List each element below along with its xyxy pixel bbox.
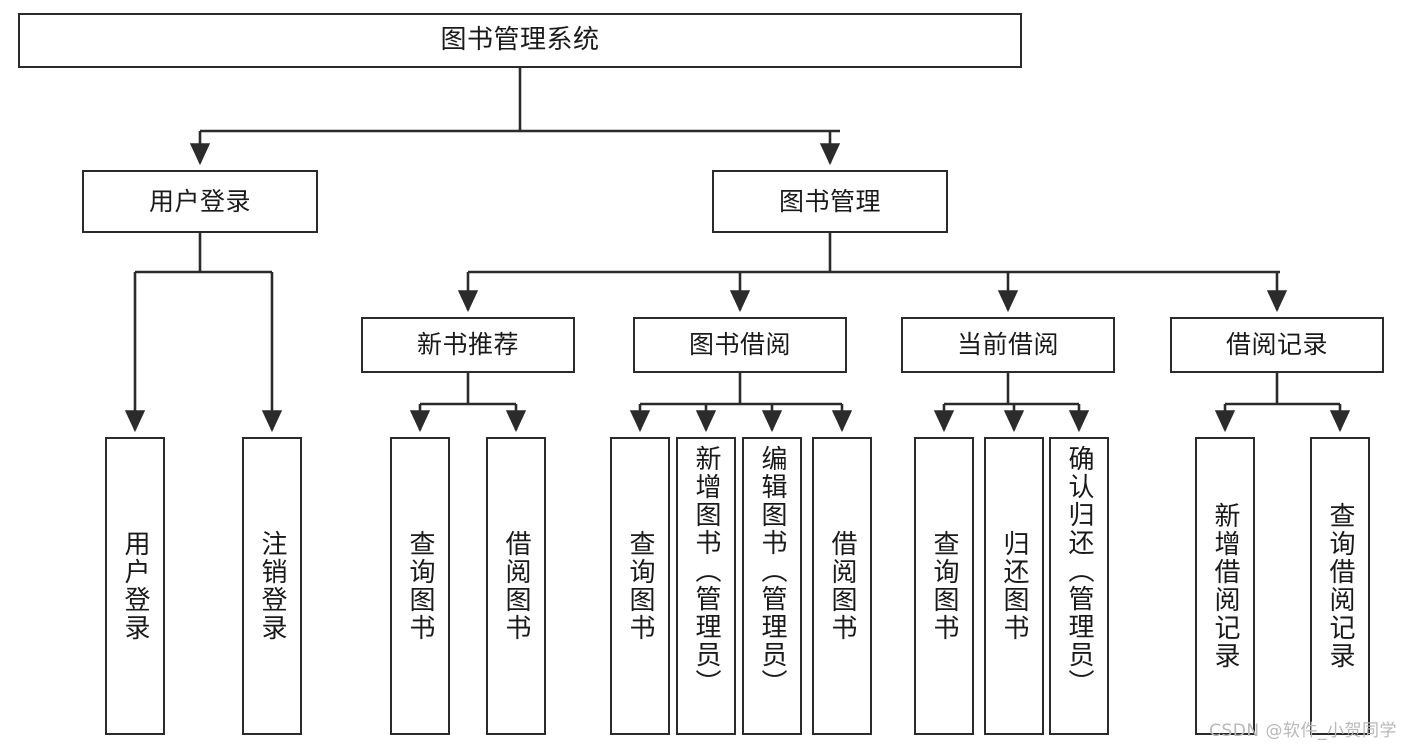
node-new-book-recommend[interactable]: 新书推荐 [361, 317, 575, 373]
node-label: 归还图书 [999, 530, 1029, 642]
leaf-current-borrow-query-books[interactable]: 查询图书 [914, 437, 974, 735]
leaf-borrow-record-query-record[interactable]: 查询借阅记录 [1310, 437, 1370, 735]
csdn-watermark: CSDN @软件_小贺同学 [1209, 721, 1397, 741]
node-label: 新增图书（管理员） [691, 445, 721, 697]
node-root-book-management-system[interactable]: 图书管理系统 [18, 13, 1022, 68]
node-label: 查询借阅记录 [1325, 502, 1355, 670]
leaf-user-login-logout[interactable]: 注销登录 [242, 437, 302, 735]
node-book-borrow[interactable]: 图书借阅 [633, 317, 847, 373]
node-user-login[interactable]: 用户登录 [82, 170, 318, 233]
node-label: 图书管理 [778, 186, 881, 216]
leaf-book-borrow-borrow-books[interactable]: 借阅图书 [812, 437, 872, 735]
node-label: 用户登录 [120, 530, 150, 642]
node-label: 借阅图书 [827, 530, 857, 642]
node-label: 借阅记录 [1225, 330, 1328, 360]
leaf-current-borrow-return-books[interactable]: 归还图书 [984, 437, 1044, 735]
node-borrow-record[interactable]: 借阅记录 [1170, 317, 1384, 373]
node-label: 注销登录 [257, 530, 287, 642]
node-label: 新书推荐 [416, 330, 519, 360]
node-label: 确认归还（管理员） [1064, 445, 1094, 697]
node-label: 编辑图书（管理员） [757, 445, 787, 697]
leaf-book-borrow-edit-book-admin[interactable]: 编辑图书（管理员） [742, 437, 802, 735]
node-label: 新增借阅记录 [1210, 502, 1240, 670]
node-label: 图书管理系统 [440, 25, 600, 56]
node-book-management[interactable]: 图书管理 [712, 170, 948, 233]
node-label: 借阅图书 [501, 530, 531, 642]
node-label: 查询图书 [625, 530, 655, 642]
leaf-book-borrow-add-book-admin[interactable]: 新增图书（管理员） [676, 437, 736, 735]
node-label: 用户登录 [148, 186, 251, 216]
leaf-new-book-query-books[interactable]: 查询图书 [390, 437, 450, 735]
node-label: 当前借阅 [956, 330, 1059, 360]
node-label: 查询图书 [405, 530, 435, 642]
leaf-book-borrow-query-books[interactable]: 查询图书 [610, 437, 670, 735]
node-label: 图书借阅 [688, 330, 791, 360]
leaf-current-borrow-confirm-return-admin[interactable]: 确认归还（管理员） [1049, 437, 1109, 735]
leaf-new-book-borrow-books[interactable]: 借阅图书 [486, 437, 546, 735]
leaf-borrow-record-add-record[interactable]: 新增借阅记录 [1195, 437, 1255, 735]
node-current-borrow[interactable]: 当前借阅 [901, 317, 1115, 373]
node-label: 查询图书 [929, 530, 959, 642]
leaf-user-login-login[interactable]: 用户登录 [105, 437, 165, 735]
